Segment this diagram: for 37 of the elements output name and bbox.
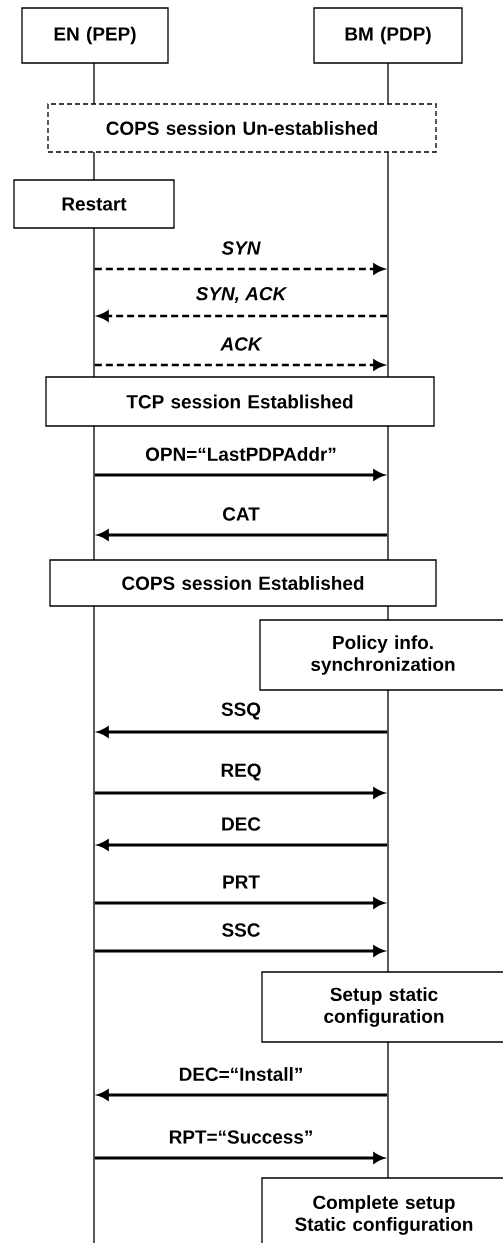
arrow	[98, 529, 388, 541]
participant-box: BM (PDP)	[313, 7, 463, 64]
arrow	[94, 1152, 384, 1164]
arrow	[94, 787, 384, 799]
edge-label: SSQ	[220, 701, 262, 721]
lifeline	[93, 228, 95, 1243]
edge-label: OPN=“LastPDPAddr”	[144, 446, 338, 462]
lifeline	[93, 63, 95, 104]
edge-label: SSC	[220, 922, 262, 938]
state-box: Complete setup Static configuration	[261, 1177, 503, 1243]
participant-box: EN (PEP)	[21, 7, 169, 64]
arrow	[94, 945, 384, 957]
state-box: TCP session Established	[45, 376, 435, 427]
lifeline	[93, 152, 95, 180]
arrow	[94, 897, 384, 909]
state-box: COPS session Un-established	[47, 103, 437, 153]
lifeline	[387, 63, 389, 1178]
state-box: Setup static configuration	[261, 971, 503, 1043]
arrow	[97, 310, 388, 322]
edge-label: DEC=“Install”	[177, 1066, 305, 1082]
edge-label: PRT	[221, 874, 261, 890]
state-box: Restart	[13, 179, 175, 229]
edge-label: DEC	[220, 816, 262, 832]
arrow	[94, 263, 385, 275]
edge-label: RPT=“Success”	[167, 1129, 315, 1145]
edge-label: REQ	[219, 762, 263, 782]
edge-label: CAT	[221, 506, 261, 522]
arrow	[98, 726, 388, 738]
state-box: Policy info. synchronization	[259, 619, 503, 691]
arrow	[98, 839, 388, 851]
state-box: COPS session Established	[49, 559, 437, 607]
arrow	[98, 1089, 388, 1101]
edge-label: SYN, ACK	[194, 285, 288, 305]
arrow	[94, 469, 384, 481]
arrow	[94, 359, 385, 371]
edge-label: SYN	[220, 240, 262, 256]
edge-label: ACK	[219, 336, 263, 352]
